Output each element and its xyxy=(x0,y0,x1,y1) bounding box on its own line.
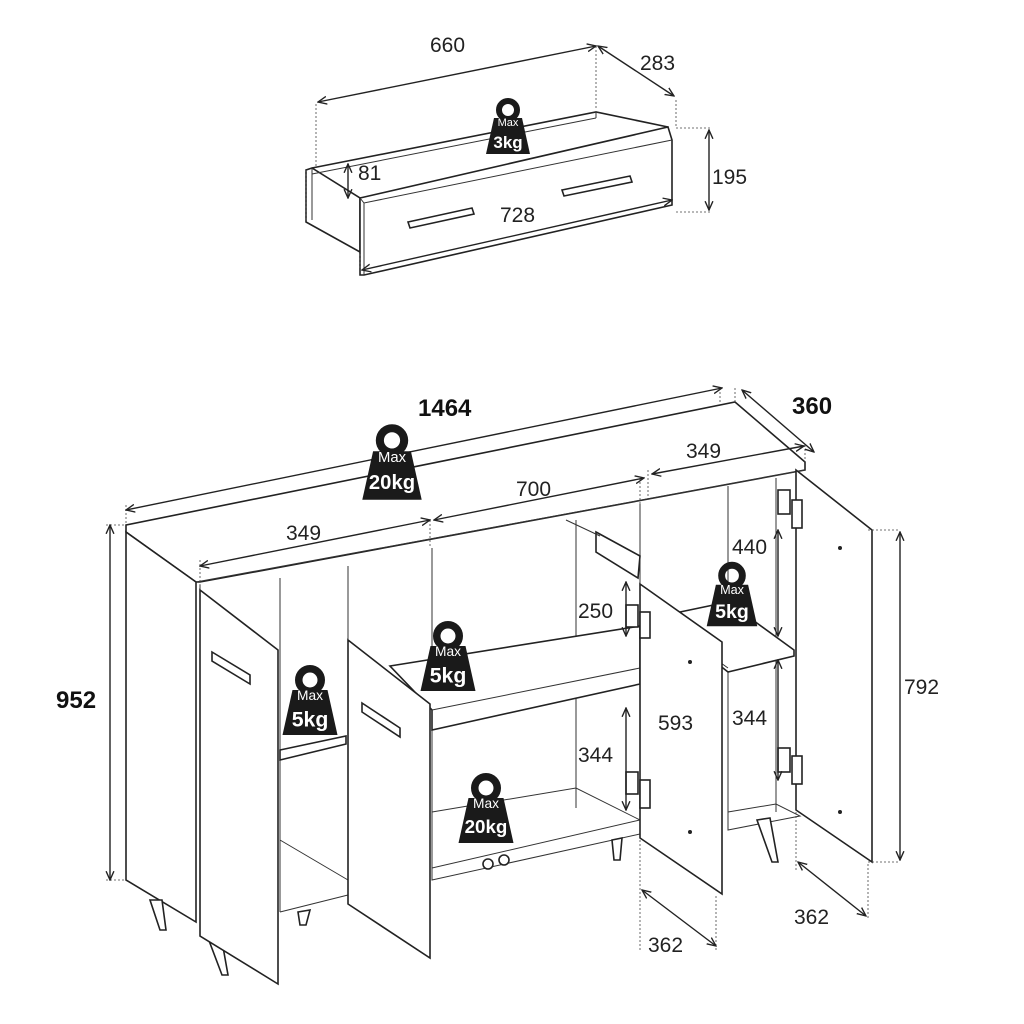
drawer-inner-height-label: 81 xyxy=(358,162,381,185)
svg-text:Max: Max xyxy=(297,688,323,703)
middle-section-width-label: 700 xyxy=(516,478,551,501)
drawer-front-width-label: 728 xyxy=(500,204,535,227)
drawer-width-label: 660 xyxy=(430,34,465,57)
right-section-width-label: 349 xyxy=(686,440,721,463)
svg-text:Max: Max xyxy=(378,450,407,466)
drawer-handle-right xyxy=(560,175,634,197)
svg-text:20kg: 20kg xyxy=(369,472,415,494)
right-door-width-label: 362 xyxy=(794,906,829,929)
sideboard-right-door xyxy=(795,468,873,864)
left-shelf-weight-icon: Max 5kg xyxy=(283,669,338,735)
middle-door-height-label: 593 xyxy=(658,712,693,735)
total-depth-label: 360 xyxy=(792,393,832,420)
drawer-slide-rail xyxy=(595,530,641,580)
drawer-height-label: 195 xyxy=(712,166,747,189)
left-section-width-label: 349 xyxy=(286,522,321,545)
right-upper-height-label: 440 xyxy=(732,536,767,559)
bottom-weight-icon: Max 20kg xyxy=(459,777,514,843)
drawer-depth-label: 283 xyxy=(640,52,675,75)
drawer-drawing: 660 283 81 195 728 Max 3kg xyxy=(305,34,747,276)
total-width-label: 1464 xyxy=(418,395,472,422)
knob-icon xyxy=(498,854,510,866)
sideboard-center-right-door xyxy=(639,582,723,896)
middle-lower-height-label: 344 xyxy=(578,744,613,767)
svg-text:Max: Max xyxy=(473,796,499,811)
right-lower-height-label: 344 xyxy=(732,707,767,730)
svg-text:20kg: 20kg xyxy=(465,816,508,837)
svg-text:5kg: 5kg xyxy=(430,663,467,687)
svg-text:5kg: 5kg xyxy=(715,601,749,623)
right-shelf-weight-icon: Max 5kg xyxy=(707,565,758,626)
drawer-weight-icon: Max 3kg xyxy=(486,101,530,154)
svg-text:3kg: 3kg xyxy=(493,133,522,152)
knob-icon xyxy=(482,858,494,870)
total-height-label: 952 xyxy=(56,687,96,714)
left-door-handle xyxy=(211,650,251,686)
middle-upper-height-label: 250 xyxy=(578,600,613,623)
top-weight-icon: Max 20kg xyxy=(362,428,421,500)
svg-text:Max: Max xyxy=(435,644,461,659)
svg-text:5kg: 5kg xyxy=(292,707,329,731)
sideboard-center-left-door xyxy=(347,638,431,960)
center-door-width-label: 362 xyxy=(648,934,683,957)
sideboard-drawing: 1464 360 349 700 349 952 792 440 250 593… xyxy=(56,388,939,986)
svg-text:Max: Max xyxy=(720,583,745,597)
middle-shelf-weight-icon: Max 5kg xyxy=(421,625,476,691)
center-door-handle xyxy=(361,701,401,739)
svg-text:Max: Max xyxy=(498,117,519,129)
door-height-label: 792 xyxy=(904,676,939,699)
sideboard-left-door xyxy=(199,588,279,986)
